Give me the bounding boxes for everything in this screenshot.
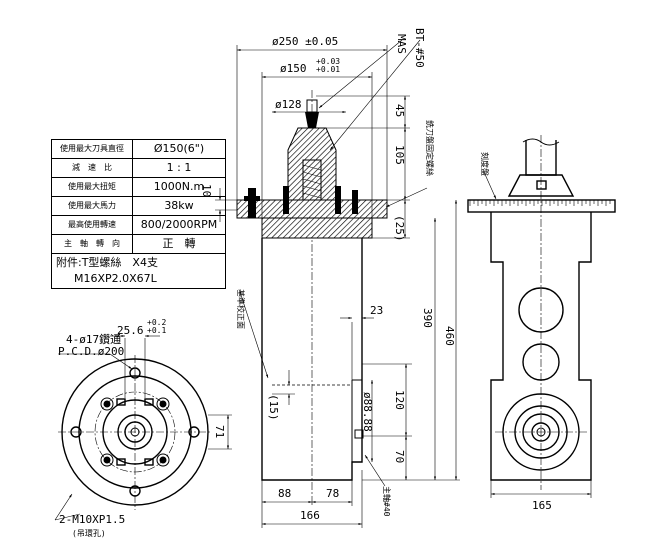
spec-row-reduction-ratio: 減 速 比 1 : 1 bbox=[51, 158, 226, 178]
dim-d88: ø88.88 bbox=[361, 392, 374, 432]
dim-23: 23 bbox=[370, 304, 383, 317]
inner-bolt-left bbox=[283, 186, 289, 214]
tool-holder-taper bbox=[287, 127, 337, 201]
dim-45: 45 bbox=[393, 104, 406, 117]
spec-row-max-speed: 最高使用轉速 800/2000RPM bbox=[51, 215, 226, 235]
spindle-key bbox=[354, 429, 364, 439]
bottom-body bbox=[78, 375, 192, 489]
mount-hole-right bbox=[188, 426, 200, 438]
bottom-view: 4-ø17鑽通 P.C.D.ø200 25.6 +0.2 +0.1 71 2-M… bbox=[54, 318, 232, 538]
mount-hole-top bbox=[129, 367, 141, 379]
main-body bbox=[261, 238, 363, 481]
dim-25: (25) bbox=[393, 215, 406, 242]
dim-10: 10 bbox=[200, 184, 213, 197]
flange-bolt-left bbox=[248, 188, 256, 218]
label-spindle-40: 主軸#40 bbox=[382, 486, 392, 517]
flange-bolt-right bbox=[352, 190, 358, 214]
label-71: 71 bbox=[213, 425, 226, 438]
label-thread: 2-M10XP1.5 bbox=[59, 513, 125, 526]
side-bore-middle bbox=[522, 343, 560, 381]
dim-d150-tol-upper: +0.03 bbox=[316, 57, 340, 66]
dim-165: 165 bbox=[532, 499, 552, 512]
side-dial-ring bbox=[467, 199, 616, 213]
dim-d150: ø150 bbox=[280, 62, 307, 75]
dim-88: 88 bbox=[278, 487, 291, 500]
label-key-tol-upper: +0.2 bbox=[147, 318, 166, 327]
label-bt50: BT-#50 bbox=[413, 28, 426, 68]
bottom-ring bbox=[102, 399, 168, 465]
label-holes: 4-ø17鑽通 bbox=[66, 332, 121, 346]
spec-row-max-power: 使用最大馬力 38kw bbox=[51, 196, 226, 216]
side-nut-slot bbox=[536, 180, 547, 190]
front-dimensions: ø250 ±0.05 ø150 +0.03 +0.01 ø128 MAS BT-… bbox=[200, 28, 460, 528]
dim-70: 70 bbox=[393, 450, 406, 463]
dim-460: 460 bbox=[443, 326, 456, 346]
label-thread-note: (吊環孔) bbox=[72, 529, 106, 538]
spec-value: 800/2000RPM bbox=[132, 215, 226, 235]
front-section-view bbox=[236, 90, 388, 498]
mount-hole-bottom bbox=[129, 485, 141, 497]
mount-hole-left bbox=[70, 426, 82, 438]
label-pcd: P.C.D.ø200 bbox=[58, 345, 124, 358]
spec-table: 使用最大刀具直徑 Ø150(6") 減 速 比 1 : 1 使用最大扭矩 100… bbox=[51, 139, 226, 289]
dim-166: 166 bbox=[300, 509, 320, 522]
spring-pack bbox=[302, 159, 322, 201]
accessory-line2: M16XP2.0X67L bbox=[51, 272, 226, 289]
bottom-pcd-circle bbox=[94, 391, 176, 473]
accessory-line1: 附件:T型螺絲 X4支 bbox=[51, 253, 226, 272]
dim-78: 78 bbox=[326, 487, 339, 500]
bottom-hub bbox=[117, 414, 153, 450]
flange-top bbox=[236, 199, 388, 219]
flange-lower bbox=[261, 217, 373, 239]
inner-bolt-right bbox=[335, 186, 341, 214]
dim-d128: ø128 bbox=[275, 98, 302, 111]
dim-d250: ø250 ±0.05 bbox=[272, 35, 338, 48]
spec-row-accessory: 附件:T型螺絲 X4支 bbox=[51, 253, 226, 272]
side-spindle-hub bbox=[531, 422, 551, 442]
label-ref-plane: 基準校正面 bbox=[236, 289, 246, 329]
pull-stud bbox=[305, 112, 319, 128]
side-bore-upper bbox=[518, 287, 564, 333]
dim-120: 120 bbox=[393, 390, 406, 410]
spec-value: 正 轉 bbox=[132, 234, 226, 254]
spec-row-spindle-direction: 主 軸 轉 向 正 轉 bbox=[51, 234, 226, 254]
spec-row-max-tool-diameter: 使用最大刀具直徑 Ø150(6") bbox=[51, 139, 226, 159]
dim-105: 105 bbox=[393, 145, 406, 165]
bottom-center bbox=[130, 427, 140, 437]
side-dial-scale bbox=[469, 200, 611, 206]
side-break-line bbox=[522, 138, 560, 146]
bottom-hub-inner bbox=[124, 421, 146, 443]
dim-390: 390 bbox=[421, 308, 434, 328]
bottom-flange-outer bbox=[61, 358, 209, 506]
spec-row-accessory-2: M16XP2.0X67L bbox=[51, 272, 226, 289]
label-key-width: 25.6 bbox=[117, 324, 144, 337]
spec-label: 主 軸 轉 向 bbox=[51, 234, 133, 254]
label-dial: 刻度盤 bbox=[480, 152, 490, 176]
label-cutter-bolt: 銑刀盤固定螺絲 bbox=[425, 120, 435, 176]
dim-15: (15) bbox=[267, 394, 280, 421]
side-nut bbox=[507, 174, 575, 197]
side-view: 刻度盤 165 bbox=[467, 135, 616, 512]
label-mas: MAS bbox=[395, 34, 408, 54]
dim-d150-tol-lower: +0.01 bbox=[316, 65, 340, 74]
flange-bolt-head-left bbox=[244, 196, 260, 201]
label-key-tol-lower: +0.1 bbox=[147, 326, 166, 335]
